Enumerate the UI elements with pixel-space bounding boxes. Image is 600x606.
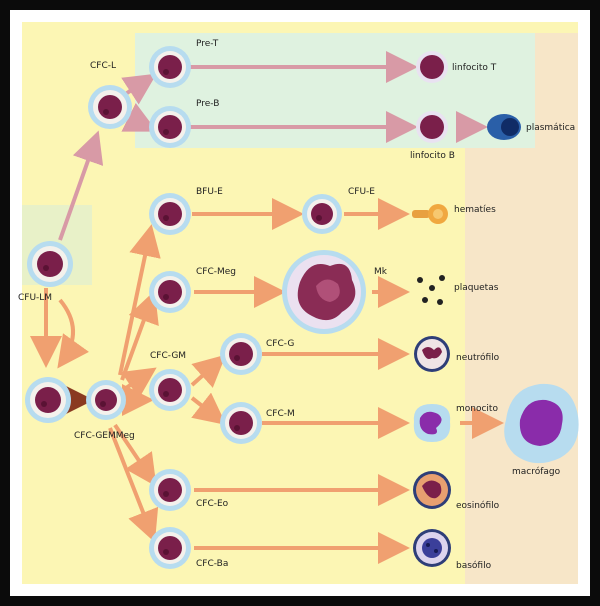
label-cfu-lm: CFU-LM (18, 293, 52, 303)
label-plaquetas: plaquetas (454, 283, 499, 293)
label-mk: Mk (374, 267, 388, 277)
cell-cfc-g (220, 333, 262, 375)
label-basofilo: basófilo (456, 560, 492, 571)
cell-eosinofilo (413, 471, 451, 509)
label-linfocito-t: linfocito T (452, 63, 497, 73)
cell-plasmatica (487, 114, 521, 140)
label-cfc-gm: CFC-GM (150, 351, 186, 361)
cell-pre-t (149, 46, 191, 88)
cell-linfocito-t (416, 51, 448, 83)
lymphoid-panel (135, 33, 535, 148)
label-cfc-l: CFC-L (90, 61, 116, 71)
cell-neutrofilo (414, 336, 450, 372)
cell-linfocito-b (416, 111, 448, 143)
cell-bfu-e (149, 193, 191, 235)
cell-cfc-gemm (25, 377, 71, 423)
cell-cfc-l (88, 85, 132, 129)
label-pre-b: Pre-B (196, 99, 219, 109)
cell-cfc-gemmeg (86, 380, 126, 420)
label-pre-t: Pre-T (196, 39, 219, 49)
label-cfc-m: CFC-M (266, 409, 295, 419)
label-bfu-e: BFU-E (196, 187, 223, 197)
label-cfc-ba: CFC-Ba (196, 559, 228, 569)
cell-monocito (414, 404, 450, 442)
label-neutrofilo: neutrófilo (456, 352, 500, 363)
cell-cfc-ba (149, 527, 191, 569)
label-cfu-e: CFU-E (348, 187, 375, 197)
cell-cfc-gm (149, 369, 191, 411)
label-macrofago: macrófago (512, 466, 561, 477)
cell-cfu-e (302, 194, 342, 234)
cell-cfu-lm (27, 241, 73, 287)
cell-cfc-eo (149, 469, 191, 511)
cell-cfc-m (220, 402, 262, 444)
label-hematies: hematíes (454, 205, 496, 215)
label-eosinofilo: eosinófilo (456, 500, 500, 511)
label-cfc-gemmeg: CFC-GEMMeg (74, 431, 135, 441)
cell-mk (282, 250, 366, 334)
label-plasmatica: plasmática (526, 123, 575, 133)
label-cfc-eo: CFC-Eo (196, 499, 229, 509)
label-monocito: monocito (456, 404, 498, 414)
label-cfc-meg: CFC-Meg (196, 267, 236, 277)
label-cfc-g: CFC-G (266, 339, 294, 349)
cell-cfc-meg (149, 271, 191, 313)
label-linfocito-b: linfocito B (410, 151, 455, 161)
cell-pre-b (149, 106, 191, 148)
cell-basofilo (413, 529, 451, 567)
